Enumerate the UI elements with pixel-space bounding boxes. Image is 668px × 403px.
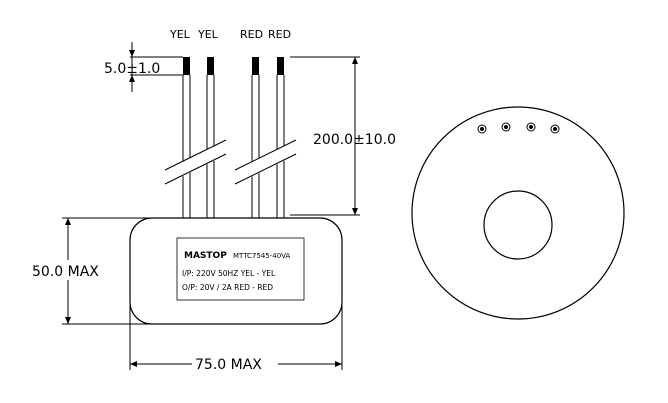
break-marks [165,140,296,185]
diameter-dim: 75.0 MAX [195,357,262,373]
model-number: MTTC7545-40VA [233,252,291,260]
wire-label-yel-2: YEL [197,28,219,41]
wire-label-red-1: RED [240,28,263,41]
wire-label-yel-1: YEL [169,28,191,41]
lead-dim-lines [290,56,360,216]
wire-tips [183,57,284,75]
brand-logo: MASTOP [184,251,227,261]
lead-length-dim: 200.0±10.0 [313,132,396,148]
strip-length-dim: 5.0±1.0 [104,61,160,77]
wire-exit-holes [477,122,560,134]
top-view [411,106,625,320]
label-plate [176,237,305,301]
input-spec: I/P: 220V 50HZ YEL - YEL [182,269,276,278]
wire-label-red-2: RED [268,28,291,41]
lead-wires [182,75,285,218]
height-dim: 50.0 MAX [32,264,99,280]
output-spec: O/P: 20V / 2A RED - RED [182,283,273,292]
